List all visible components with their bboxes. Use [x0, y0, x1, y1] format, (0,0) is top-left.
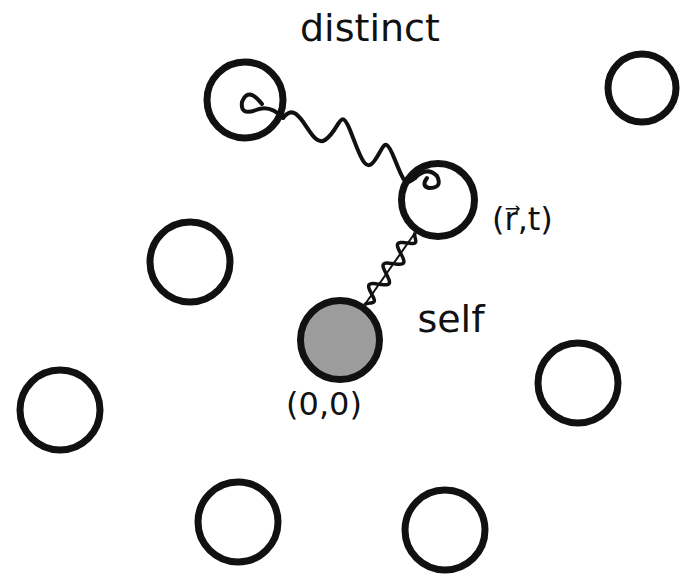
particle-circle [20, 370, 100, 450]
particle-circle [198, 482, 278, 562]
particle-node: (r⃗,t) [398, 160, 478, 240]
particle-circle [301, 301, 380, 380]
term-label: distinct [300, 8, 440, 50]
particle-circle [608, 54, 676, 122]
wavy-line [283, 112, 415, 182]
particle-circle [398, 160, 478, 240]
particle-circle [538, 343, 618, 423]
wavy-line [365, 233, 416, 305]
term-label: self [414, 299, 487, 341]
wavy-line [242, 94, 283, 118]
particle-node: (0,0) [297, 297, 383, 383]
wavy-connector [365, 233, 416, 305]
coordinate-label: (0,0) [286, 387, 362, 422]
coordinate-label: (r⃗,t) [492, 202, 553, 237]
particle-circle [207, 62, 283, 138]
particle-circle [405, 490, 485, 570]
particle-circle [297, 297, 383, 383]
particle-circle [150, 222, 230, 302]
particle-circle [402, 164, 475, 237]
straight-line [365, 233, 415, 305]
